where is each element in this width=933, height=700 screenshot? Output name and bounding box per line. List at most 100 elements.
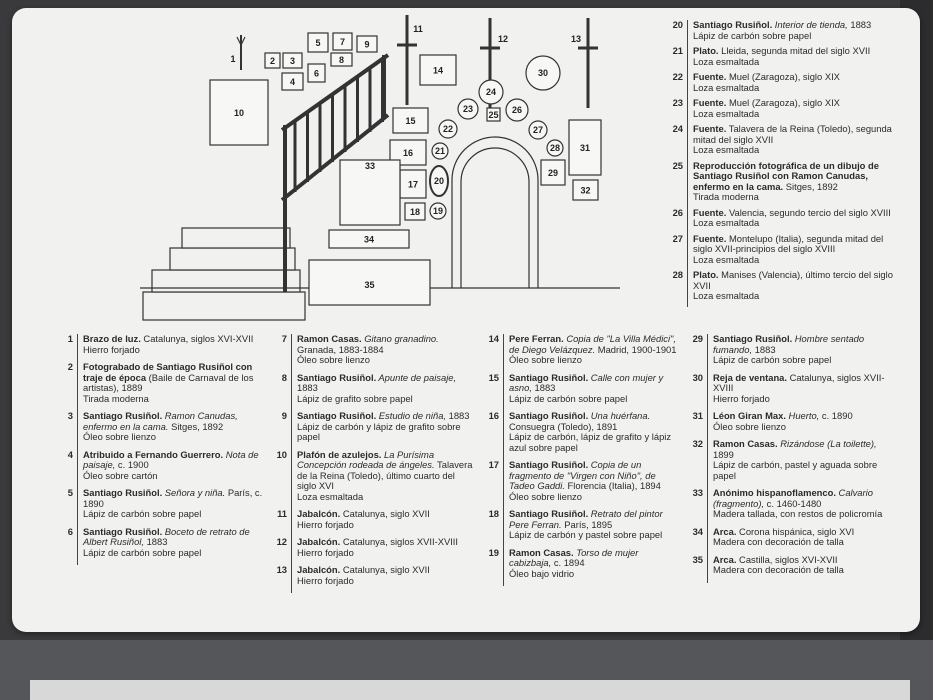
entry-title-part: Calle con mujer y asno, — [509, 371, 664, 393]
diagram-label: 25 — [488, 110, 498, 120]
entry-number: 15 — [488, 371, 499, 383]
diagram-label: 35 — [364, 280, 374, 290]
entry-title-part: c. 1900 — [115, 459, 149, 470]
entry-title-part: (Baile de Carnaval de los artistas), 188… — [83, 371, 254, 393]
entry-number: 24 — [672, 123, 683, 134]
diagram-item-22: 22 — [438, 119, 458, 139]
entry-title-part: c. 1894 — [551, 557, 585, 568]
entry-number: 7 — [281, 333, 287, 344]
diagram-label: 21 — [435, 146, 445, 156]
entry-title-part: Plato. — [693, 269, 719, 280]
entry-material: Hierro forjado — [713, 392, 770, 404]
entry-number: 14 — [488, 333, 499, 344]
entry-title-part: Hombre sentado fumando, — [713, 333, 865, 355]
diagram-label: 10 — [234, 108, 244, 118]
diagram-item-28: 28 — [546, 139, 564, 157]
entry-title-part: Santiago Rusiñol. — [509, 371, 589, 383]
entry-title-part: Nota de paisaje, — [83, 448, 259, 470]
entry-title-part: Huerto, — [785, 410, 820, 421]
entry-title-part: Señora y niña. — [162, 487, 226, 498]
entry-number: 34 — [692, 525, 703, 537]
diagram-item-31: 31 — [568, 119, 602, 176]
entry-title-part: Santiago Rusiñol. — [297, 371, 377, 383]
diagram-label: 15 — [405, 116, 415, 126]
diagram-item-34: 34 — [328, 229, 410, 249]
diagram-label: 4 — [290, 77, 295, 87]
entry-material: Loza esmaltada — [693, 144, 760, 155]
entry-material: Loza esmaltada — [693, 217, 760, 228]
balusters — [293, 59, 384, 192]
entry-material: Loza esmaltada — [693, 253, 760, 265]
entry-title-part: Catalunya, siglos XVII-XVIII — [340, 536, 459, 547]
diagram-item-25: 25 — [486, 107, 501, 122]
entry-material: Lápiz de carbón y pastel sobre papel — [509, 529, 663, 540]
entry-title-part: Apunte de paisaje, — [376, 371, 457, 383]
diagram-label: 34 — [364, 235, 374, 245]
entry-title-part: Castilla, siglos XVI-XVII — [736, 553, 838, 565]
entry-material: Tirada moderna — [693, 191, 759, 202]
background-strip — [30, 680, 910, 700]
entry-title-part: 1883 — [847, 19, 872, 30]
diagram-label: 27 — [533, 125, 543, 135]
entry-material: Lápiz de carbón y lápiz de grafito sobre… — [297, 420, 461, 442]
entry-material: Lápiz de carbón, lápiz de grafito y lápi… — [509, 431, 672, 453]
entry-title-part: Catalunya, siglos XVI-XVII — [140, 333, 254, 344]
entry-material: Lápiz de carbón sobre papel — [83, 508, 202, 519]
entry-title-part: París, 1895 — [561, 518, 613, 530]
entry-title-part: c. 1890 — [819, 410, 853, 421]
entry-title-part: Montelupo (Italia), segunda mitad del si… — [693, 232, 884, 254]
diagram-label: 16 — [403, 148, 413, 158]
entry-material: Madera con decoración de talla — [713, 536, 844, 547]
entry-title-part: 1883 — [297, 382, 318, 393]
entry-title-part: Torso de mujer cabizbaja, — [509, 546, 639, 568]
entry-title-part: Rizándose (La toilette), — [777, 438, 877, 449]
entry-title-part: Catalunya, siglo XVII — [340, 564, 430, 575]
diagram-label: 20 — [434, 176, 444, 186]
entry-title-part: Estudio de niña, — [376, 410, 447, 421]
entry-title-part: Una huérfana. — [588, 410, 651, 421]
entry-title-part: Arca. — [713, 553, 737, 565]
entry-material: Loza esmaltada — [693, 107, 760, 119]
diagram-item-20: 20 — [429, 165, 449, 197]
diagram-item-23: 23 — [457, 98, 479, 120]
entry-title-part: Ramon Casas. — [713, 438, 778, 449]
diagram-item-33: 33 — [339, 159, 401, 226]
entry-title-part: Plato. — [693, 45, 719, 56]
entry-title-part: 1883 — [446, 410, 470, 421]
entry-title-part: Reproducción fotográfica de un dibujo de… — [693, 159, 879, 192]
diagram-label: 28 — [550, 143, 560, 153]
entry-number: 26 — [672, 206, 683, 218]
diagram-label: 8 — [339, 55, 344, 65]
entry-title-part: Sitges, 1892 — [168, 420, 224, 432]
diagram-label: 14 — [433, 66, 443, 76]
legend-entry: 15 Santiago Rusiñol. Calle con mujer y as… — [489, 371, 681, 405]
entry-number: 8 — [281, 371, 287, 383]
entry-number: 6 — [67, 525, 73, 537]
entry-title-part: c. 1460-1480 — [764, 497, 822, 509]
entry-title-part: París, c. 1890 — [83, 487, 263, 509]
diagram-item-10: 10 — [209, 79, 269, 146]
entry-number: 2 — [67, 361, 73, 372]
entry-title-part: 1899 — [713, 448, 734, 460]
entry-title-part: Jabalcón. — [297, 564, 341, 575]
entry-number: 17 — [488, 459, 499, 470]
diagram-item-32: 32 — [572, 179, 599, 201]
entry-material: Hierro forjado — [297, 518, 354, 530]
